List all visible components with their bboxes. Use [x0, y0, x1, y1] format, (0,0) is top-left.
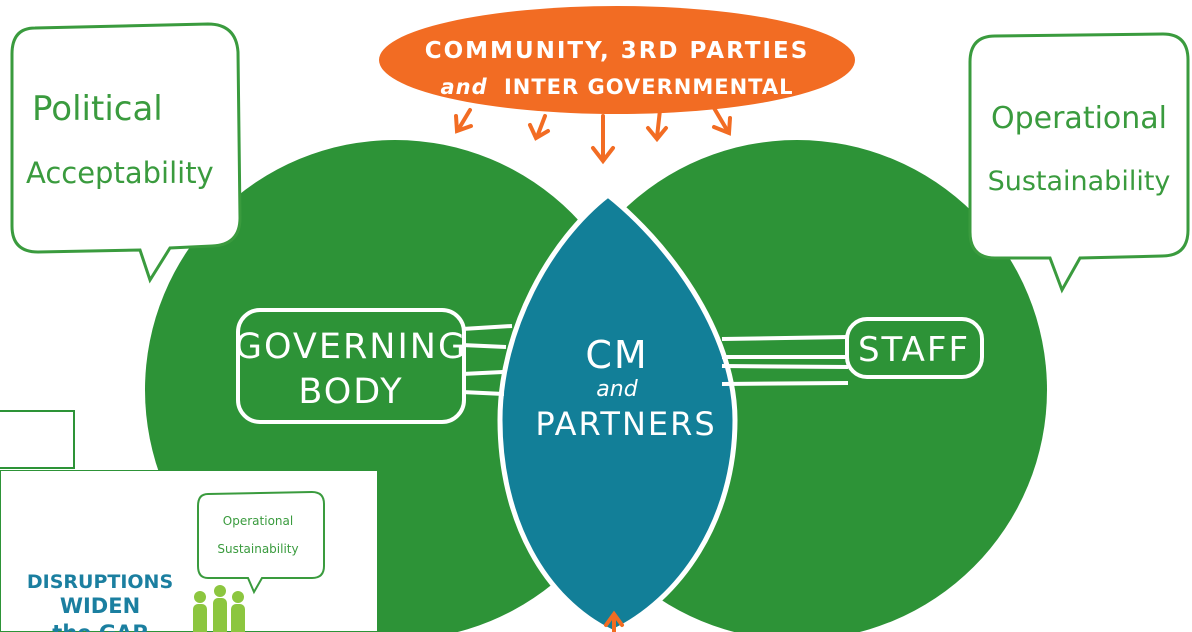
operational-line1: Operational: [991, 101, 1167, 136]
arrow-up-icon: [604, 610, 624, 632]
staff-box: STAFF: [845, 317, 984, 379]
arrow-down-icon: [646, 108, 668, 143]
center-line1: CM: [585, 333, 648, 377]
center-line2: and: [596, 377, 638, 402]
governing-body-line2: BODY: [298, 372, 403, 412]
banner-line2-rest: INTER GOVERNMENTAL: [504, 75, 794, 99]
thumbnail-heading-line1: DISRUPTIONS: [27, 571, 173, 593]
operational-bubble: Operational Sustainability: [968, 32, 1190, 294]
thumbnail-heading: DISRUPTIONS WIDEN the GAP: [27, 571, 173, 632]
arrow-down-icon: [591, 114, 615, 165]
thumbnail-overlay: Operational Sustainability DISRUPTIONS W…: [0, 470, 378, 632]
thumbnail-bubble-line1: Operational: [223, 514, 293, 528]
overlay-outline-box: [0, 410, 75, 469]
svg-text:and INTER GOVERNMENTAL: and INTER GOVERNMENTAL: [440, 75, 793, 99]
political-line2: Acceptability: [26, 156, 214, 190]
connector-right: [721, 335, 849, 386]
thumbnail-heading-line3: the GAP: [52, 621, 147, 632]
center-label: CM and PARTNERS: [535, 333, 716, 443]
center-lens: [497, 191, 738, 632]
banner-line2-prefix: and: [440, 75, 487, 99]
thumbnail-bubble: Operational Sustainability: [197, 490, 325, 595]
governing-body-box: GOVERNING BODY: [235, 308, 467, 424]
center-line3: PARTNERS: [535, 405, 716, 443]
arrow-down-icon: [528, 114, 550, 141]
top-banner: COMMUNITY, 3RD PARTIES and INTER GOVERNM…: [379, 6, 855, 114]
operational-line2: Sustainability: [988, 166, 1171, 197]
governing-body-line1: GOVERNING: [235, 327, 467, 367]
thumbnail-heading-line2: WIDEN: [60, 594, 140, 618]
political-line1: Political: [32, 89, 163, 129]
arrow-down-icon: [454, 108, 473, 134]
arrows: [454, 106, 732, 632]
political-bubble: Political Acceptability: [10, 22, 242, 284]
banner-line1: COMMUNITY, 3RD PARTIES: [425, 38, 810, 64]
thumbnail-bubble-line2: Sustainability: [217, 542, 298, 556]
staff-label: STAFF: [858, 330, 970, 370]
people-figures-icon: [193, 585, 245, 632]
arrow-down-icon: [712, 106, 732, 136]
connector-left: [461, 324, 513, 396]
